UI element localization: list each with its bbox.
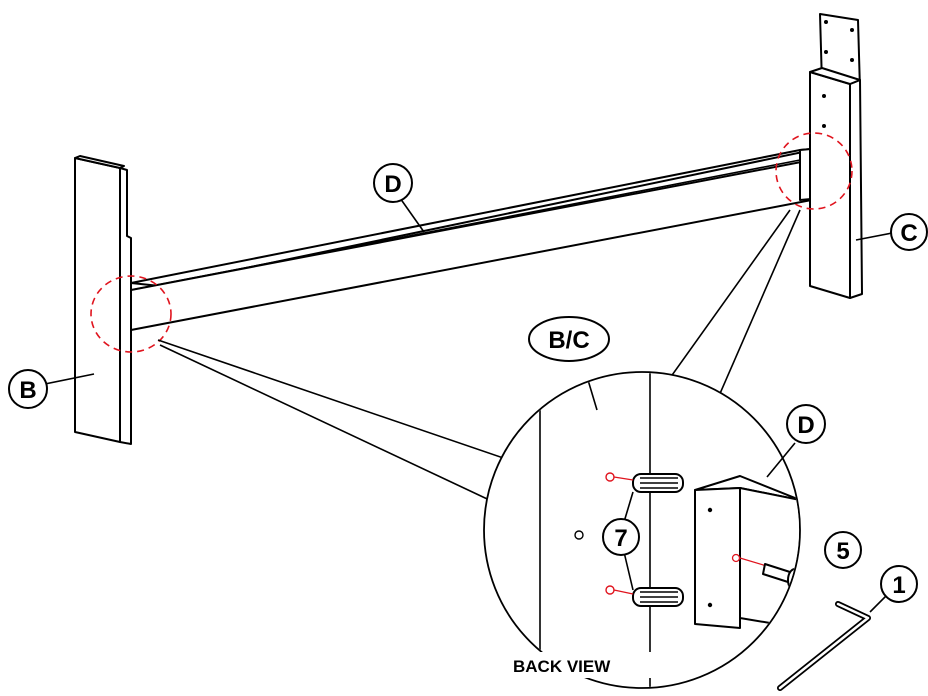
label-bc-text: B/C (548, 327, 589, 354)
label-bc: B/C (528, 316, 610, 362)
callout-lines (157, 209, 801, 506)
allen-key (777, 591, 891, 691)
label-b-text: B (19, 377, 36, 404)
label-7-text: 7 (614, 525, 627, 552)
dowel-lower (613, 587, 684, 607)
label-5: 5 (824, 531, 862, 569)
detail-view (483, 371, 801, 689)
label-1-text: 1 (892, 572, 905, 599)
beam-d-end (694, 475, 799, 629)
label-5-text: 5 (836, 538, 849, 565)
label-c-text: C (900, 220, 917, 247)
detail-marker-left (90, 275, 172, 353)
label-b: B (8, 369, 48, 409)
panel-b (39, 155, 132, 445)
label-d-detail: D (786, 404, 826, 444)
label-7: 7 (602, 518, 640, 556)
label-d-text: D (384, 171, 401, 198)
detail-marker-right (775, 132, 853, 210)
panel-c (809, 13, 893, 299)
beam-d (130, 147, 823, 331)
dowel-upper (613, 473, 684, 493)
label-d-detail-text: D (797, 412, 814, 439)
label-c: C (890, 213, 928, 251)
back-view-caption: BACK VIEW (513, 657, 611, 676)
label-d: D (373, 163, 413, 203)
label-1: 1 (880, 565, 918, 603)
